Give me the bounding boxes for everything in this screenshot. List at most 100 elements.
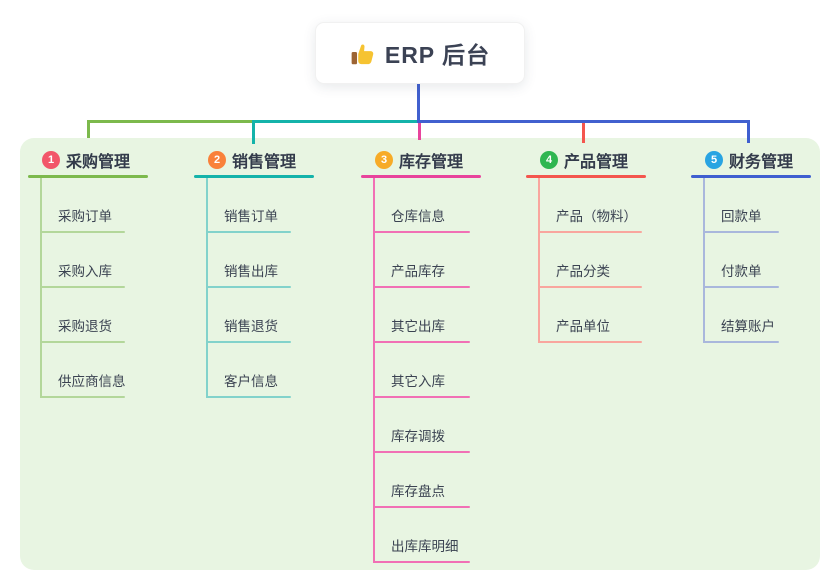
child-node[interactable]: 产品库存 [373, 233, 481, 288]
branch-header-5[interactable]: 5 财务管理 [691, 149, 811, 171]
branch-title: 采购管理 [66, 154, 131, 171]
child-node-underline [703, 286, 779, 288]
child-node-underline [538, 231, 642, 233]
branch-children: 销售订单销售出库销售退货客户信息 [206, 178, 314, 398]
child-node-underline [40, 231, 125, 233]
child-node-underline [40, 396, 125, 398]
child-node[interactable]: 库存调拨 [373, 398, 481, 453]
child-node[interactable]: 结算账户 [703, 288, 811, 343]
child-node-label: 仓库信息 [391, 209, 445, 224]
branch-title: 产品管理 [564, 154, 629, 171]
child-node-underline [373, 231, 470, 233]
child-node[interactable]: 出库库明细 [373, 508, 481, 563]
child-node[interactable]: 销售出库 [206, 233, 314, 288]
connector-drop-branch-3 [418, 122, 421, 140]
child-node[interactable]: 库存盘点 [373, 453, 481, 508]
child-node-label: 采购订单 [58, 209, 112, 224]
child-node-underline [373, 561, 470, 563]
child-node-label: 库存盘点 [391, 484, 445, 499]
child-node[interactable]: 产品（物料） [538, 178, 646, 233]
child-node-underline [206, 341, 291, 343]
child-node[interactable]: 采购订单 [40, 178, 148, 233]
branch-underline [361, 175, 481, 178]
connector-bar-blue [418, 120, 750, 123]
branch-title: 财务管理 [729, 154, 794, 171]
child-node-label: 其它入库 [391, 374, 445, 389]
child-node-underline [373, 451, 470, 453]
branch-title: 库存管理 [399, 154, 464, 171]
child-node-label: 供应商信息 [58, 374, 126, 389]
child-node-label: 产品分类 [556, 264, 610, 279]
child-node[interactable]: 回款单 [703, 178, 811, 233]
child-node-label: 库存调拨 [391, 429, 445, 444]
child-node-underline [373, 396, 470, 398]
branch-header-3[interactable]: 3 库存管理 [361, 149, 481, 171]
child-node-label: 其它出库 [391, 319, 445, 334]
thumbs-up-icon [351, 44, 374, 65]
branch-number-badge: 1 [42, 151, 60, 169]
connector-bar-teal [252, 120, 419, 123]
branch-children: 回款单付款单结算账户 [703, 178, 811, 343]
child-node-underline [206, 286, 291, 288]
child-node[interactable]: 采购入库 [40, 233, 148, 288]
child-node-label: 销售退货 [224, 319, 278, 334]
child-node-underline [538, 341, 642, 343]
branch-header-4[interactable]: 4 产品管理 [526, 149, 646, 171]
child-node[interactable]: 其它出库 [373, 288, 481, 343]
connector-bar-green [87, 120, 253, 123]
connector-drop-branch-5 [747, 120, 750, 143]
branch-产品管理: 4 产品管理产品（物料） 产品分类产品单位 [526, 149, 646, 343]
branch-number-badge: 5 [705, 151, 723, 169]
branch-underline [194, 175, 314, 178]
child-node[interactable]: 客户信息 [206, 343, 314, 398]
child-node-underline [538, 286, 642, 288]
child-node[interactable]: 付款单 [703, 233, 811, 288]
connector-drop-branch-1 [87, 120, 90, 138]
child-node-label: 结算账户 [721, 319, 775, 334]
child-node-label: 出库库明细 [391, 539, 459, 554]
child-node-label: 采购入库 [58, 264, 112, 279]
branch-underline [526, 175, 646, 178]
branch-number-badge: 3 [375, 151, 393, 169]
child-node-label: 产品（物料） [556, 209, 637, 224]
child-node-label: 回款单 [721, 209, 762, 224]
child-node-label: 采购退货 [58, 319, 112, 334]
child-node-label: 付款单 [721, 264, 762, 279]
branch-header-1[interactable]: 1 采购管理 [28, 149, 148, 171]
connector-drop-branch-2 [252, 120, 255, 144]
branch-children: 产品（物料） 产品分类产品单位 [538, 178, 646, 343]
child-node-underline [703, 341, 779, 343]
child-node-underline [373, 286, 470, 288]
root-node-erp[interactable]: ERP 后台 [315, 22, 525, 84]
child-node[interactable]: 产品单位 [538, 288, 646, 343]
child-node-underline [40, 286, 125, 288]
child-node[interactable]: 仓库信息 [373, 178, 481, 233]
connector-drop-branch-4 [582, 120, 585, 143]
root-node-title: ERP 后台 [384, 42, 491, 68]
branch-underline [28, 175, 148, 178]
branch-children: 采购订单采购入库采购退货供应商信息 [40, 178, 148, 398]
child-node-underline [40, 341, 125, 343]
branch-number-badge: 4 [540, 151, 558, 169]
child-node-label: 销售出库 [224, 264, 278, 279]
child-node-label: 产品库存 [391, 264, 445, 279]
branch-库存管理: 3 库存管理仓库信息产品库存其它出库其它入库库存调拨库存盘点出库库明细 [361, 149, 481, 563]
child-node[interactable]: 产品分类 [538, 233, 646, 288]
mindmap-panel [20, 138, 820, 570]
branch-财务管理: 5 财务管理回款单付款单结算账户 [691, 149, 811, 343]
branch-number-badge: 2 [208, 151, 226, 169]
child-node-underline [206, 231, 291, 233]
child-node[interactable]: 销售订单 [206, 178, 314, 233]
child-node-underline [206, 396, 291, 398]
branch-underline [691, 175, 811, 178]
child-node-underline [703, 231, 779, 233]
child-node[interactable]: 供应商信息 [40, 343, 148, 398]
child-node[interactable]: 销售退货 [206, 288, 314, 343]
child-node-underline [373, 506, 470, 508]
child-node-label: 销售订单 [224, 209, 278, 224]
child-node[interactable]: 采购退货 [40, 288, 148, 343]
child-node[interactable]: 其它入库 [373, 343, 481, 398]
